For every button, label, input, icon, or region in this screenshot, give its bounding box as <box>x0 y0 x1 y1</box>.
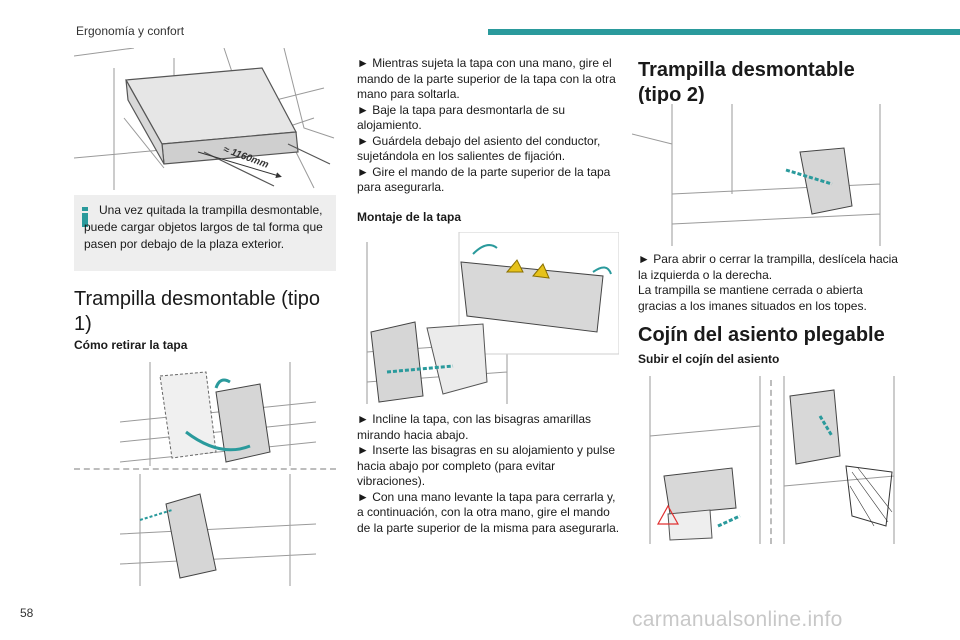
step-text: ► Gire el mando de la parte superior de … <box>357 164 611 195</box>
step-text: ► Guárdela debajo del asiento del conduc… <box>357 133 601 164</box>
sliding-cover-illustration <box>631 104 900 246</box>
step-text: ► Con una mano levante la tapa para cerr… <box>357 489 620 535</box>
mount-steps: ► Incline la tapa, con las bisagras amar… <box>357 412 623 536</box>
section-title-type2: Trampilla desmontable (tipo 2) <box>638 59 855 106</box>
info-note-text: Una vez quitada la trampilla desmontable… <box>84 203 323 251</box>
info-note: Una vez quitada la trampilla desmontable… <box>74 195 336 271</box>
seat-cushion-right-illustration <box>774 376 900 544</box>
header-accent-bar <box>488 29 960 35</box>
mount-cover-subtitle: Montaje de la tapa <box>357 210 462 224</box>
remove-steps: ► Mientras sujeta la tapa con una mano, … <box>357 56 623 196</box>
step-text: ► Baje la tapa para desmontarla de su al… <box>357 102 566 133</box>
figure-separator <box>74 468 336 470</box>
mount-cover-illustration <box>357 231 620 404</box>
section-title-type1: Trampilla desmontable (tipo 1) <box>74 288 321 335</box>
step-text: La trampilla se mantiene cerrada o abier… <box>638 283 867 313</box>
store-cover-illustration <box>119 474 317 586</box>
header-section-title: Ergonomía y confort <box>76 24 185 38</box>
section-title-seat-cushion: Cojín del asiento plegable <box>638 324 885 346</box>
cargo-long-object-illustration <box>73 47 338 190</box>
step-text: ► Para abrir o cerrar la trampilla, desl… <box>638 252 898 282</box>
info-icon <box>82 207 88 227</box>
remove-cover-illustration <box>119 362 317 466</box>
page-number: 58 <box>20 606 34 620</box>
figure-separator-vertical <box>770 380 772 544</box>
step-text: ► Inserte las bisagras en su alojamiento… <box>357 443 616 488</box>
raise-cushion-subtitle: Subir el cojín del asiento <box>638 352 780 366</box>
step-text: ► Incline la tapa, con las bisagras amar… <box>357 412 591 442</box>
remove-cover-subtitle: Cómo retirar la tapa <box>74 338 188 352</box>
type2-steps: ► Para abrir o cerrar la trampilla, desl… <box>638 252 904 314</box>
step-text: ► Mientras sujeta la tapa con una mano, … <box>357 56 616 101</box>
watermark: carmanualsonline.info <box>632 608 843 631</box>
seat-cushion-left-illustration <box>640 376 768 544</box>
